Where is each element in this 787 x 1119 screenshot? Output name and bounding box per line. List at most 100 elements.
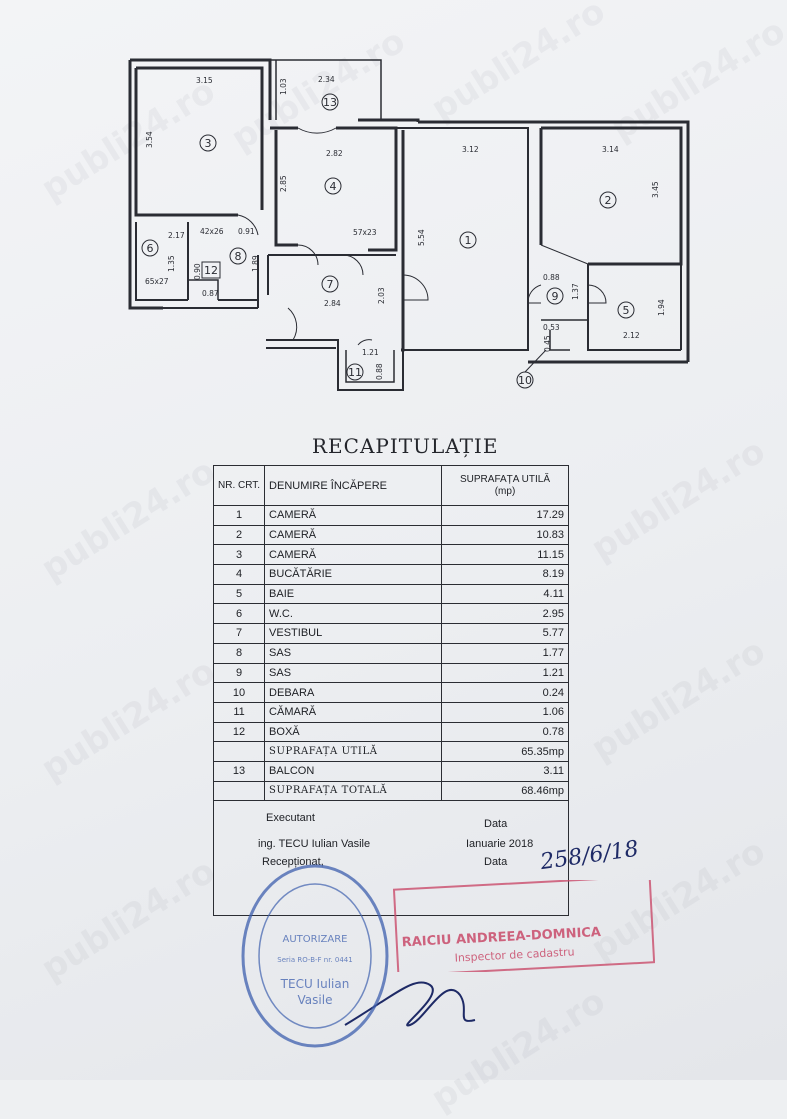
recap-table: NR. CRT. DENUMIRE ÎNCĂPERE SUPRAFAȚA UTI… xyxy=(212,465,569,917)
stamp-name: TECU Iulian xyxy=(280,977,350,991)
dimension-label: 0.88 xyxy=(543,273,560,282)
dimension-label: 2.17 xyxy=(168,231,185,240)
row-area: 0.78 xyxy=(441,721,569,743)
watermark: publi24.ro xyxy=(34,650,223,790)
row-nr: 6 xyxy=(212,603,266,625)
dimension-label: 2.85 xyxy=(279,175,288,192)
balcony-nr: 13 xyxy=(212,760,266,782)
header-area: SUPRAFAȚA UTILĂ (mp) xyxy=(441,465,569,506)
header-area-label: SUPRAFAȚA UTILĂ xyxy=(459,473,551,485)
room-number: 1 xyxy=(465,234,472,247)
floor-plan: 3 13 4 1 2 6 8 12 7 9 5 11 10 xyxy=(128,58,690,391)
dimension-label: 2.03 xyxy=(377,287,386,304)
room-number: 5 xyxy=(623,304,630,317)
dimension-label: 3.45 xyxy=(651,181,660,198)
row-name: SAS xyxy=(264,642,442,664)
dimension-label: 42x26 xyxy=(200,227,224,236)
watermark: publi24.ro xyxy=(584,430,773,570)
watermark: publi24.ro xyxy=(584,630,773,770)
row-area: 2.95 xyxy=(441,603,569,625)
date-label: Data xyxy=(484,818,508,831)
row-name: W.C. xyxy=(264,603,442,625)
header-nr: NR. CRT. xyxy=(212,465,266,506)
row-area: 0.24 xyxy=(441,682,569,703)
dimension-label: 2.82 xyxy=(326,149,343,158)
balcony-area: 3.11 xyxy=(441,760,569,782)
stamp-authorization: AUTORIZARE xyxy=(283,934,348,945)
stamp-series: Seria RO-B-F nr. 0441 xyxy=(277,956,352,964)
room-number: 10 xyxy=(518,374,532,387)
row-name: CAMERĂ xyxy=(264,524,442,546)
row-nr: 11 xyxy=(212,701,266,723)
row-nr: 5 xyxy=(212,583,266,605)
room-number: 13 xyxy=(323,96,337,109)
handwritten-number: 258/6/18 xyxy=(538,837,640,876)
balcony-row: 13 BALCON 3.11 xyxy=(212,760,569,782)
row-nr: 9 xyxy=(212,662,266,684)
signature-stroke xyxy=(344,981,476,1027)
row-nr: 4 xyxy=(212,564,266,585)
dimension-label: 3.15 xyxy=(196,76,213,85)
dimension-labels: 3.15 3.54 2.34 1.03 2.82 2.85 3.12 5.54 … xyxy=(145,75,666,380)
room-number: 4 xyxy=(330,180,337,193)
dimension-label: 3.14 xyxy=(602,145,619,154)
row-nr: 10 xyxy=(212,682,266,703)
header-area-unit: (mp) xyxy=(494,485,516,497)
stamp-name-2: Vasile xyxy=(298,993,333,1007)
room-number: 3 xyxy=(205,137,212,150)
date-value: Ianuarie 2018 xyxy=(466,838,534,851)
watermark: publi24.ro xyxy=(34,450,223,590)
dimension-label: 3.54 xyxy=(145,131,154,148)
signature-block: Executant Data ing. TECU Iulian Vasile I… xyxy=(213,800,569,917)
room-number: 11 xyxy=(348,366,362,379)
row-area: 1.21 xyxy=(441,662,569,684)
dimension-label: 1.94 xyxy=(657,299,666,316)
room-number: 8 xyxy=(235,250,242,263)
dimension-label: 2.34 xyxy=(318,75,335,84)
row-area: 1.06 xyxy=(441,701,569,723)
row-nr: 12 xyxy=(212,721,266,743)
row-area: 11.15 xyxy=(441,544,569,566)
room-number: 12 xyxy=(204,264,218,277)
total-area-value: 68.46mp xyxy=(441,780,569,802)
useful-area-label: SUPRAFAȚA UTILĂ xyxy=(264,741,442,762)
dimension-label: 57x23 xyxy=(353,228,377,237)
row-name: SAS xyxy=(264,662,442,684)
row-name: BAIE xyxy=(264,583,442,605)
table-header-row: NR. CRT. DENUMIRE ÎNCĂPERE SUPRAFAȚA UTI… xyxy=(212,465,569,506)
row-name: BUCĂTĂRIE xyxy=(264,564,442,585)
row-area: 4.11 xyxy=(441,583,569,605)
row-name: BOXĂ xyxy=(264,721,442,743)
dimension-label: 1.21 xyxy=(362,348,379,357)
row-area: 1.77 xyxy=(441,642,569,664)
row-nr: 8 xyxy=(212,642,266,664)
dimension-label: 1.03 xyxy=(279,78,288,95)
dimension-label: 0.90 xyxy=(193,263,202,280)
dimension-label: 2.12 xyxy=(623,331,640,340)
row-name: VESTIBUL xyxy=(264,623,442,644)
executant-name: ing. TECU Iulian Vasile xyxy=(258,838,371,851)
room-number: 6 xyxy=(147,242,154,255)
useful-area-row: SUPRAFAȚA UTILĂ 65.35mp xyxy=(212,741,569,762)
dimension-label: 2.84 xyxy=(324,299,341,308)
header-name: DENUMIRE ÎNCĂPERE xyxy=(264,465,442,506)
dimension-label: 0.91 xyxy=(238,227,255,236)
dimension-label: 0.87 xyxy=(202,289,219,298)
dimension-label: 5.54 xyxy=(417,229,426,246)
row-area: 17.29 xyxy=(441,505,569,526)
document-page: publi24.ro publi24.ro publi24.ro publi24… xyxy=(0,0,787,1080)
row-area: 8.19 xyxy=(441,564,569,585)
dimension-label: 1.37 xyxy=(571,283,580,300)
row-area: 5.77 xyxy=(441,623,569,644)
